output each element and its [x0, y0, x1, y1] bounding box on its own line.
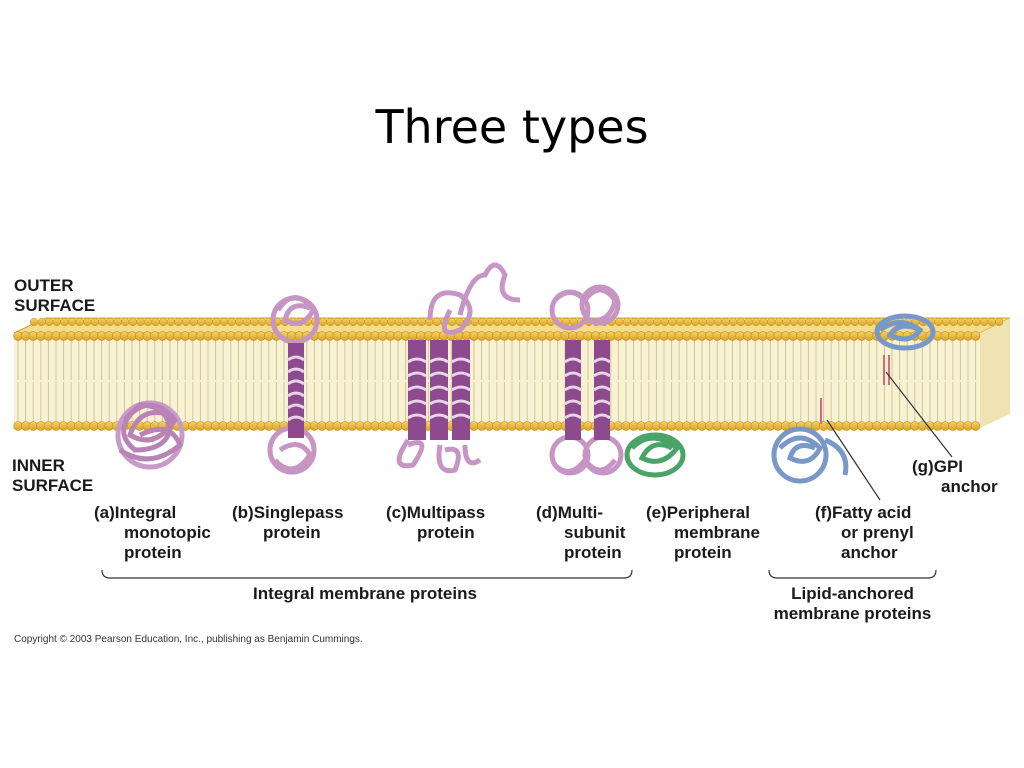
label-a: (a)Integral monotopic protein	[94, 503, 211, 562]
label-b: (b)Singlepass protein	[232, 503, 344, 542]
label-f: (f)Fatty acid or prenyl anchor	[815, 503, 914, 562]
inner-surface-label: INNER SURFACE	[12, 456, 94, 495]
group-integral-label: Integral membrane proteins	[253, 584, 477, 603]
protein-e-peripheral	[624, 432, 686, 478]
lipid-bilayer	[13, 317, 1011, 431]
bracket-integral	[101, 569, 633, 579]
protein-b-singlepass	[267, 295, 320, 475]
protein-g-gpi	[874, 313, 936, 385]
outer-surface-label: OUTER SURFACE	[14, 276, 96, 315]
protein-d-multisubunit	[549, 284, 624, 476]
copyright-notice: Copyright © 2003 Pearson Education, Inc.…	[14, 634, 363, 645]
label-g: (g)GPI anchor	[912, 457, 998, 496]
pointer-lines	[826, 371, 953, 501]
label-e: (e)Peripheral membrane protein	[646, 503, 760, 562]
slide-title: Three types	[375, 100, 649, 154]
label-c: (c)Multipass protein	[386, 503, 486, 542]
protein-c-multipass	[396, 262, 521, 474]
protein-f-fatty-acid	[771, 398, 849, 484]
label-d: (d)Multi- subunit protein	[536, 503, 626, 562]
bracket-lipid	[768, 569, 937, 579]
protein-a-monotopic	[115, 400, 185, 470]
group-lipid-label: Lipid-anchored membrane proteins	[773, 584, 932, 623]
